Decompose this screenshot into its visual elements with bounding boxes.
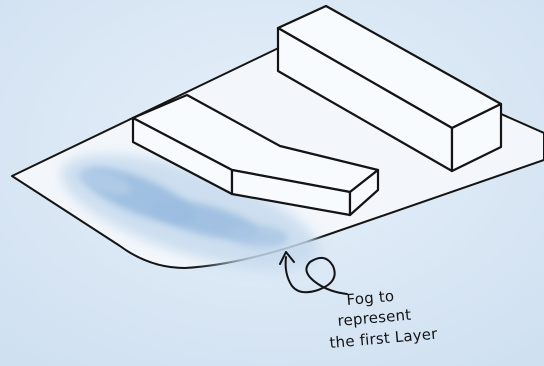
- tall-building: [276, 4, 503, 173]
- fog-layer: [60, 154, 320, 270]
- annotation-arrow: [279, 251, 348, 295]
- annotation-line-1: Fog to: [346, 287, 395, 309]
- bent-building: [131, 93, 380, 217]
